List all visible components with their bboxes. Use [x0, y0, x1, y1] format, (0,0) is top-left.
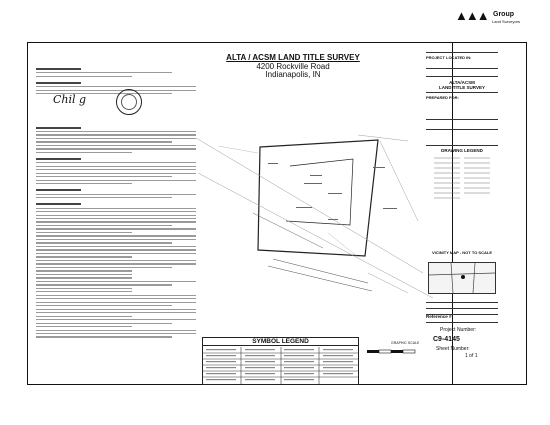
graphic-scale: [367, 349, 416, 354]
revisions: [426, 119, 498, 130]
survey-address: 4200 Rockville Road: [256, 61, 330, 71]
sheet-number: 1 of 1: [465, 353, 478, 359]
project-number: C9-4145: [433, 336, 460, 343]
sheet-number-label: Sheet Number:: [436, 346, 470, 352]
logo-group-text: Group: [493, 11, 514, 18]
firm-contact: [426, 36, 498, 53]
survey-header: ALTA / ACSM LAND TITLE SURVEY 4200 Rockv…: [218, 53, 368, 80]
vicinity-map-label: VICINITY MAP - NOT TO SCALE: [431, 250, 492, 255]
title-block: [452, 43, 528, 384]
prepared-for-label: PREPARED FOR:: [426, 95, 459, 100]
project-located-label: PROJECT LOCATED IN:: [426, 55, 472, 60]
inner-parcel: [285, 158, 354, 226]
reference-label: Reference #:: [426, 314, 498, 323]
project-number-label: Project Number:: [440, 327, 477, 333]
logo-mark: ▲▲▲: [455, 8, 490, 23]
drawing-legend: [434, 157, 490, 199]
title-block-survey-title: ALTA/ACSM LAND TITLE SURVEY: [439, 80, 485, 90]
surveyor-seal: [116, 89, 142, 115]
survey-plat-drawing: [195, 134, 434, 299]
firm-logo: ▲▲▲ Group Land Surveyors: [455, 8, 521, 32]
drawing-sheet: ALTA / ACSM LAND TITLE SURVEY 4200 Rockv…: [27, 42, 527, 385]
surveyor-signature: Chil g: [53, 93, 87, 106]
vicinity-map: [428, 262, 496, 294]
symbol-legend: SYMBOL LEGEND: [202, 337, 359, 385]
logo-sub-text: Land Surveyors: [492, 19, 521, 24]
symbol-legend-title: SYMBOL LEGEND: [203, 338, 358, 346]
survey-city: Indianapolis, IN: [265, 70, 321, 79]
survey-title: ALTA / ACSM LAND TITLE SURVEY: [226, 53, 360, 62]
drawing-legend-title: DRAWING LEGEND: [441, 148, 483, 153]
graphic-scale-label: GRAPHIC SCALE: [391, 341, 420, 345]
property-boundary: [257, 139, 379, 257]
survey-notes: [36, 63, 196, 340]
